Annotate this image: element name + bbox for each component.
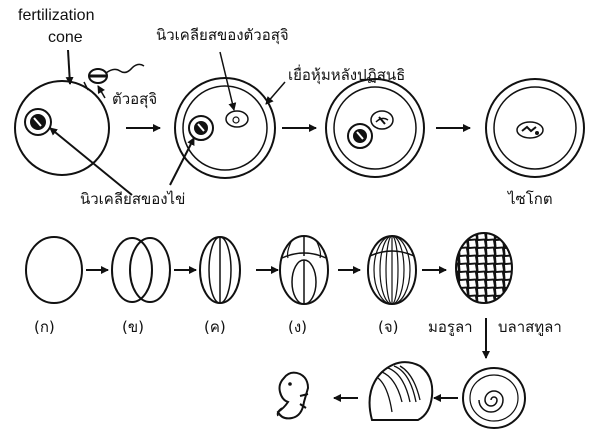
step-label-c: (ค) <box>204 320 226 335</box>
egg-nuclei-approaching <box>326 79 424 177</box>
egg-nucleus-3 <box>348 124 372 148</box>
sperm-nucleus-3 <box>371 111 393 129</box>
pointer-egg-nucleus-2 <box>170 138 194 185</box>
gastrula-spiral <box>463 368 525 428</box>
embryo <box>278 373 309 419</box>
step-label-b: (ข) <box>122 320 144 335</box>
cleavage-1-cell <box>26 237 82 303</box>
label-sperm-nucleus: นิวเคลียสของตัวอสุจิ <box>156 28 289 43</box>
step-label-a: (ก) <box>34 320 55 335</box>
egg-with-fertilization-membrane <box>175 78 275 178</box>
label-sperm: ตัวอสุจิ <box>112 92 157 107</box>
cleavage-4-cell <box>200 237 240 303</box>
label-egg-nucleus: นิวเคลียสของไข่ <box>80 192 185 207</box>
neurula <box>370 362 433 420</box>
cleavage-8-cell <box>280 236 328 304</box>
label-fertilization-membrane: เยื่อหุ้มหลังปฏิสนธิ <box>288 68 405 83</box>
step-label-e: (จ) <box>378 320 399 335</box>
sperm-cell <box>84 64 144 90</box>
morula <box>456 233 512 303</box>
zygote <box>486 79 584 177</box>
label-fertilization-cone-line2: cone <box>48 30 83 46</box>
label-morula: มอรูลา <box>428 320 473 335</box>
egg-with-sperm-entry <box>15 81 109 175</box>
label-zygote: ไซโกต <box>508 192 553 207</box>
pointer-fertilization-cone <box>68 50 70 84</box>
sperm-nucleus-2 <box>226 111 248 127</box>
label-blastula: บลาสทูลา <box>498 320 562 335</box>
pointer-sperm-nucleus <box>220 52 234 110</box>
egg-nucleus-2 <box>189 116 213 140</box>
cleavage-2-cell <box>112 238 170 302</box>
pointer-sperm <box>98 86 105 98</box>
pointer-egg-nucleus-1 <box>50 128 132 195</box>
pointer-fertilization-membrane <box>266 82 285 104</box>
label-fertilization-cone-line1: fertilization <box>18 8 94 24</box>
cleavage-16-cell <box>368 236 416 304</box>
egg-nucleus-1 <box>25 109 51 135</box>
step-label-d: (ง) <box>288 320 307 335</box>
